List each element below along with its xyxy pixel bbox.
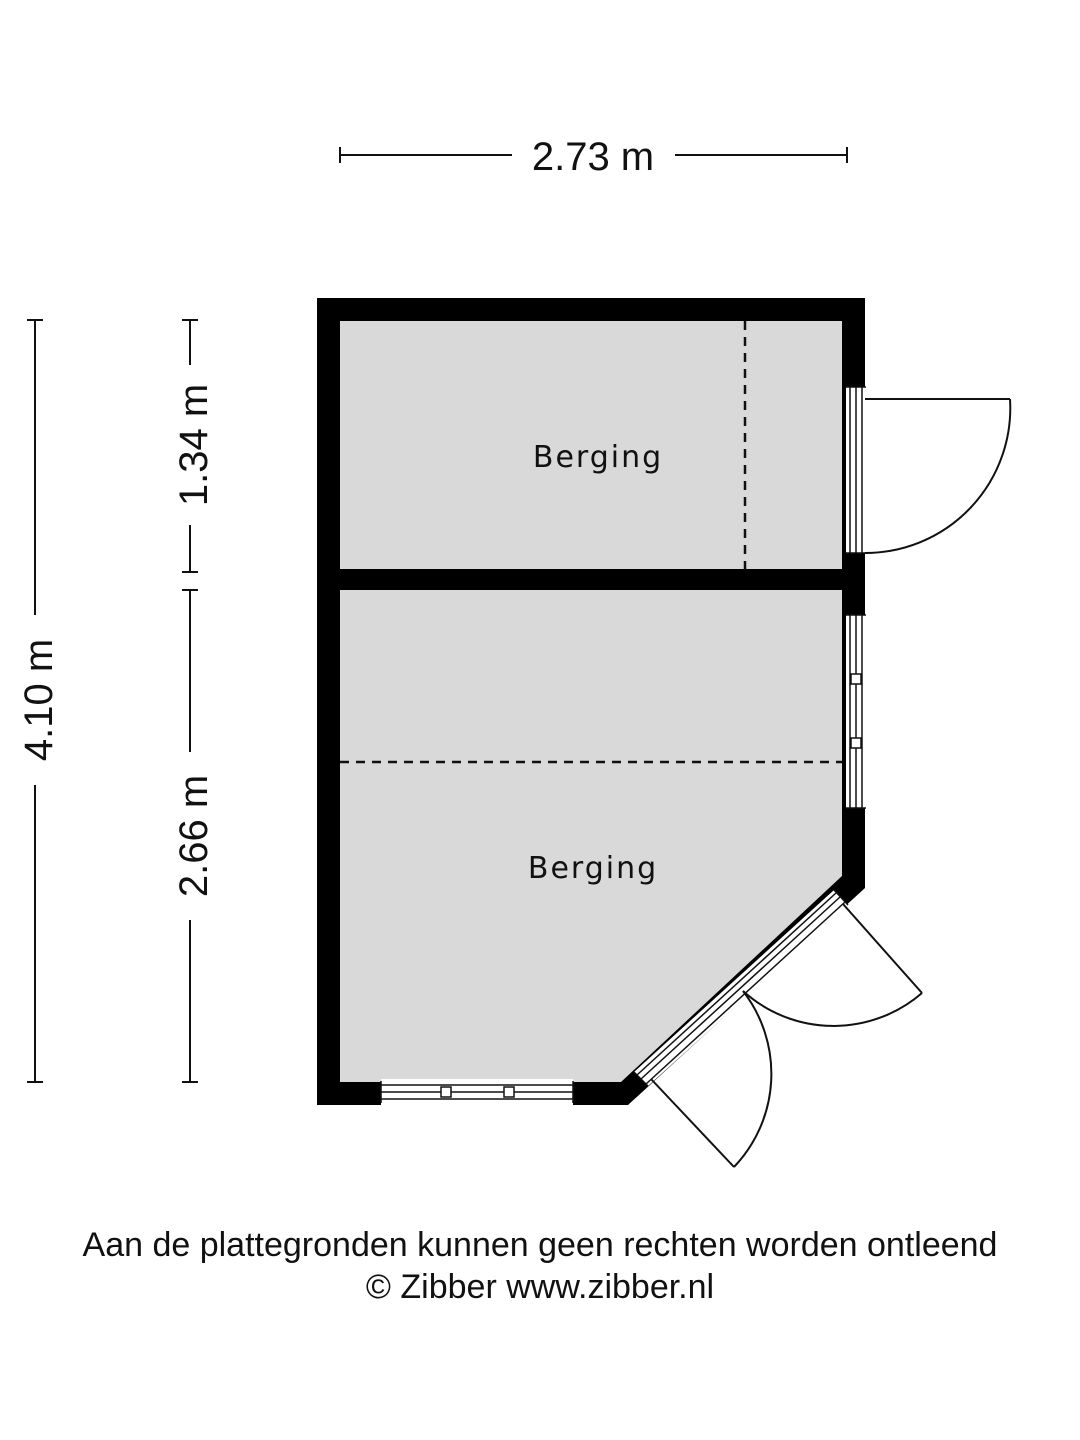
upper-height-dimension [182, 319, 198, 573]
lower-height-label: 2.66 m [172, 775, 216, 897]
room-upper-floor [340, 321, 842, 570]
upper-height-label: 1.34 m [172, 384, 216, 506]
room-upper-label: Berging [533, 440, 663, 475]
right-window-frame [846, 614, 866, 809]
total-height-label: 4.10 m [17, 639, 61, 761]
interior-wall [317, 569, 865, 589]
upper-door-swing [864, 398, 1012, 555]
width-dimension-label: 2.73 m [532, 135, 654, 179]
total-height-dimension [27, 319, 43, 1083]
diagonal-door-swing [650, 903, 923, 1168]
upper-door-frame [846, 386, 866, 554]
lower-height-dimension [182, 589, 198, 1083]
width-dimension [339, 147, 848, 163]
disclaimer-text: Aan de plattegronden kunnen geen rechten… [82, 1226, 998, 1264]
copyright-text: © Zibber www.zibber.nl [365, 1268, 715, 1306]
bottom-window-frame [380, 1081, 574, 1103]
room-lower-floor [340, 590, 842, 1082]
room-lower-label: Berging [528, 851, 658, 886]
